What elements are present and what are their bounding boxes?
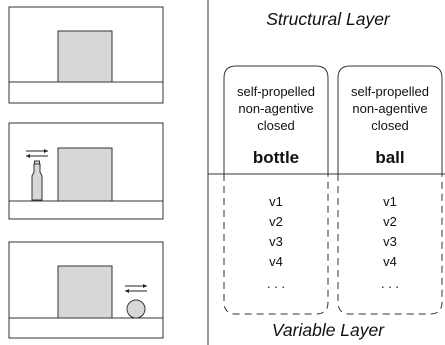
- feature-label: closed: [371, 118, 409, 133]
- variable-label: v4: [383, 254, 397, 269]
- variable-label: v2: [383, 214, 397, 229]
- variable-label: v1: [269, 194, 283, 209]
- structural-node-outline: [223, 65, 329, 174]
- object-column-bottle: self-propelled non-agentive closed bottl…: [223, 65, 329, 315]
- double-arrow-icon: [125, 284, 147, 293]
- feature-label: non-agentive: [238, 101, 313, 116]
- variable-label: v3: [383, 234, 397, 249]
- feature-label: self-propelled: [237, 84, 315, 99]
- scene-panel-1: [8, 6, 164, 104]
- variable-node-outline: [337, 174, 443, 315]
- scene-panel-3: [8, 241, 164, 339]
- layer-model: Structural Layer Variable Layer self-pro…: [207, 0, 445, 345]
- occluder-box: [57, 147, 113, 202]
- variable-label: v3: [269, 234, 283, 249]
- variable-label: v1: [383, 194, 397, 209]
- variable-layer-title: Variable Layer: [272, 320, 385, 340]
- double-arrow-icon: [26, 149, 48, 158]
- variable-node-outline: [223, 174, 329, 315]
- object-name: ball: [375, 148, 404, 167]
- occluder-box: [57, 30, 113, 83]
- feature-label: non-agentive: [352, 101, 427, 116]
- occluder-box: [57, 265, 113, 319]
- structural-node-outline: [337, 65, 443, 174]
- scene-panel-2: [8, 122, 164, 220]
- variable-label: v4: [269, 254, 283, 269]
- variable-ellipsis: . . .: [381, 276, 399, 291]
- structural-layer-title: Structural Layer: [266, 9, 391, 29]
- variable-ellipsis: . . .: [267, 276, 285, 291]
- feature-label: self-propelled: [351, 84, 429, 99]
- object-column-ball: self-propelled non-agentive closed ball …: [337, 65, 443, 315]
- feature-label: closed: [257, 118, 295, 133]
- bottle-icon: [31, 160, 43, 201]
- ball-icon: [126, 299, 146, 319]
- object-name: bottle: [253, 148, 299, 167]
- variable-label: v2: [269, 214, 283, 229]
